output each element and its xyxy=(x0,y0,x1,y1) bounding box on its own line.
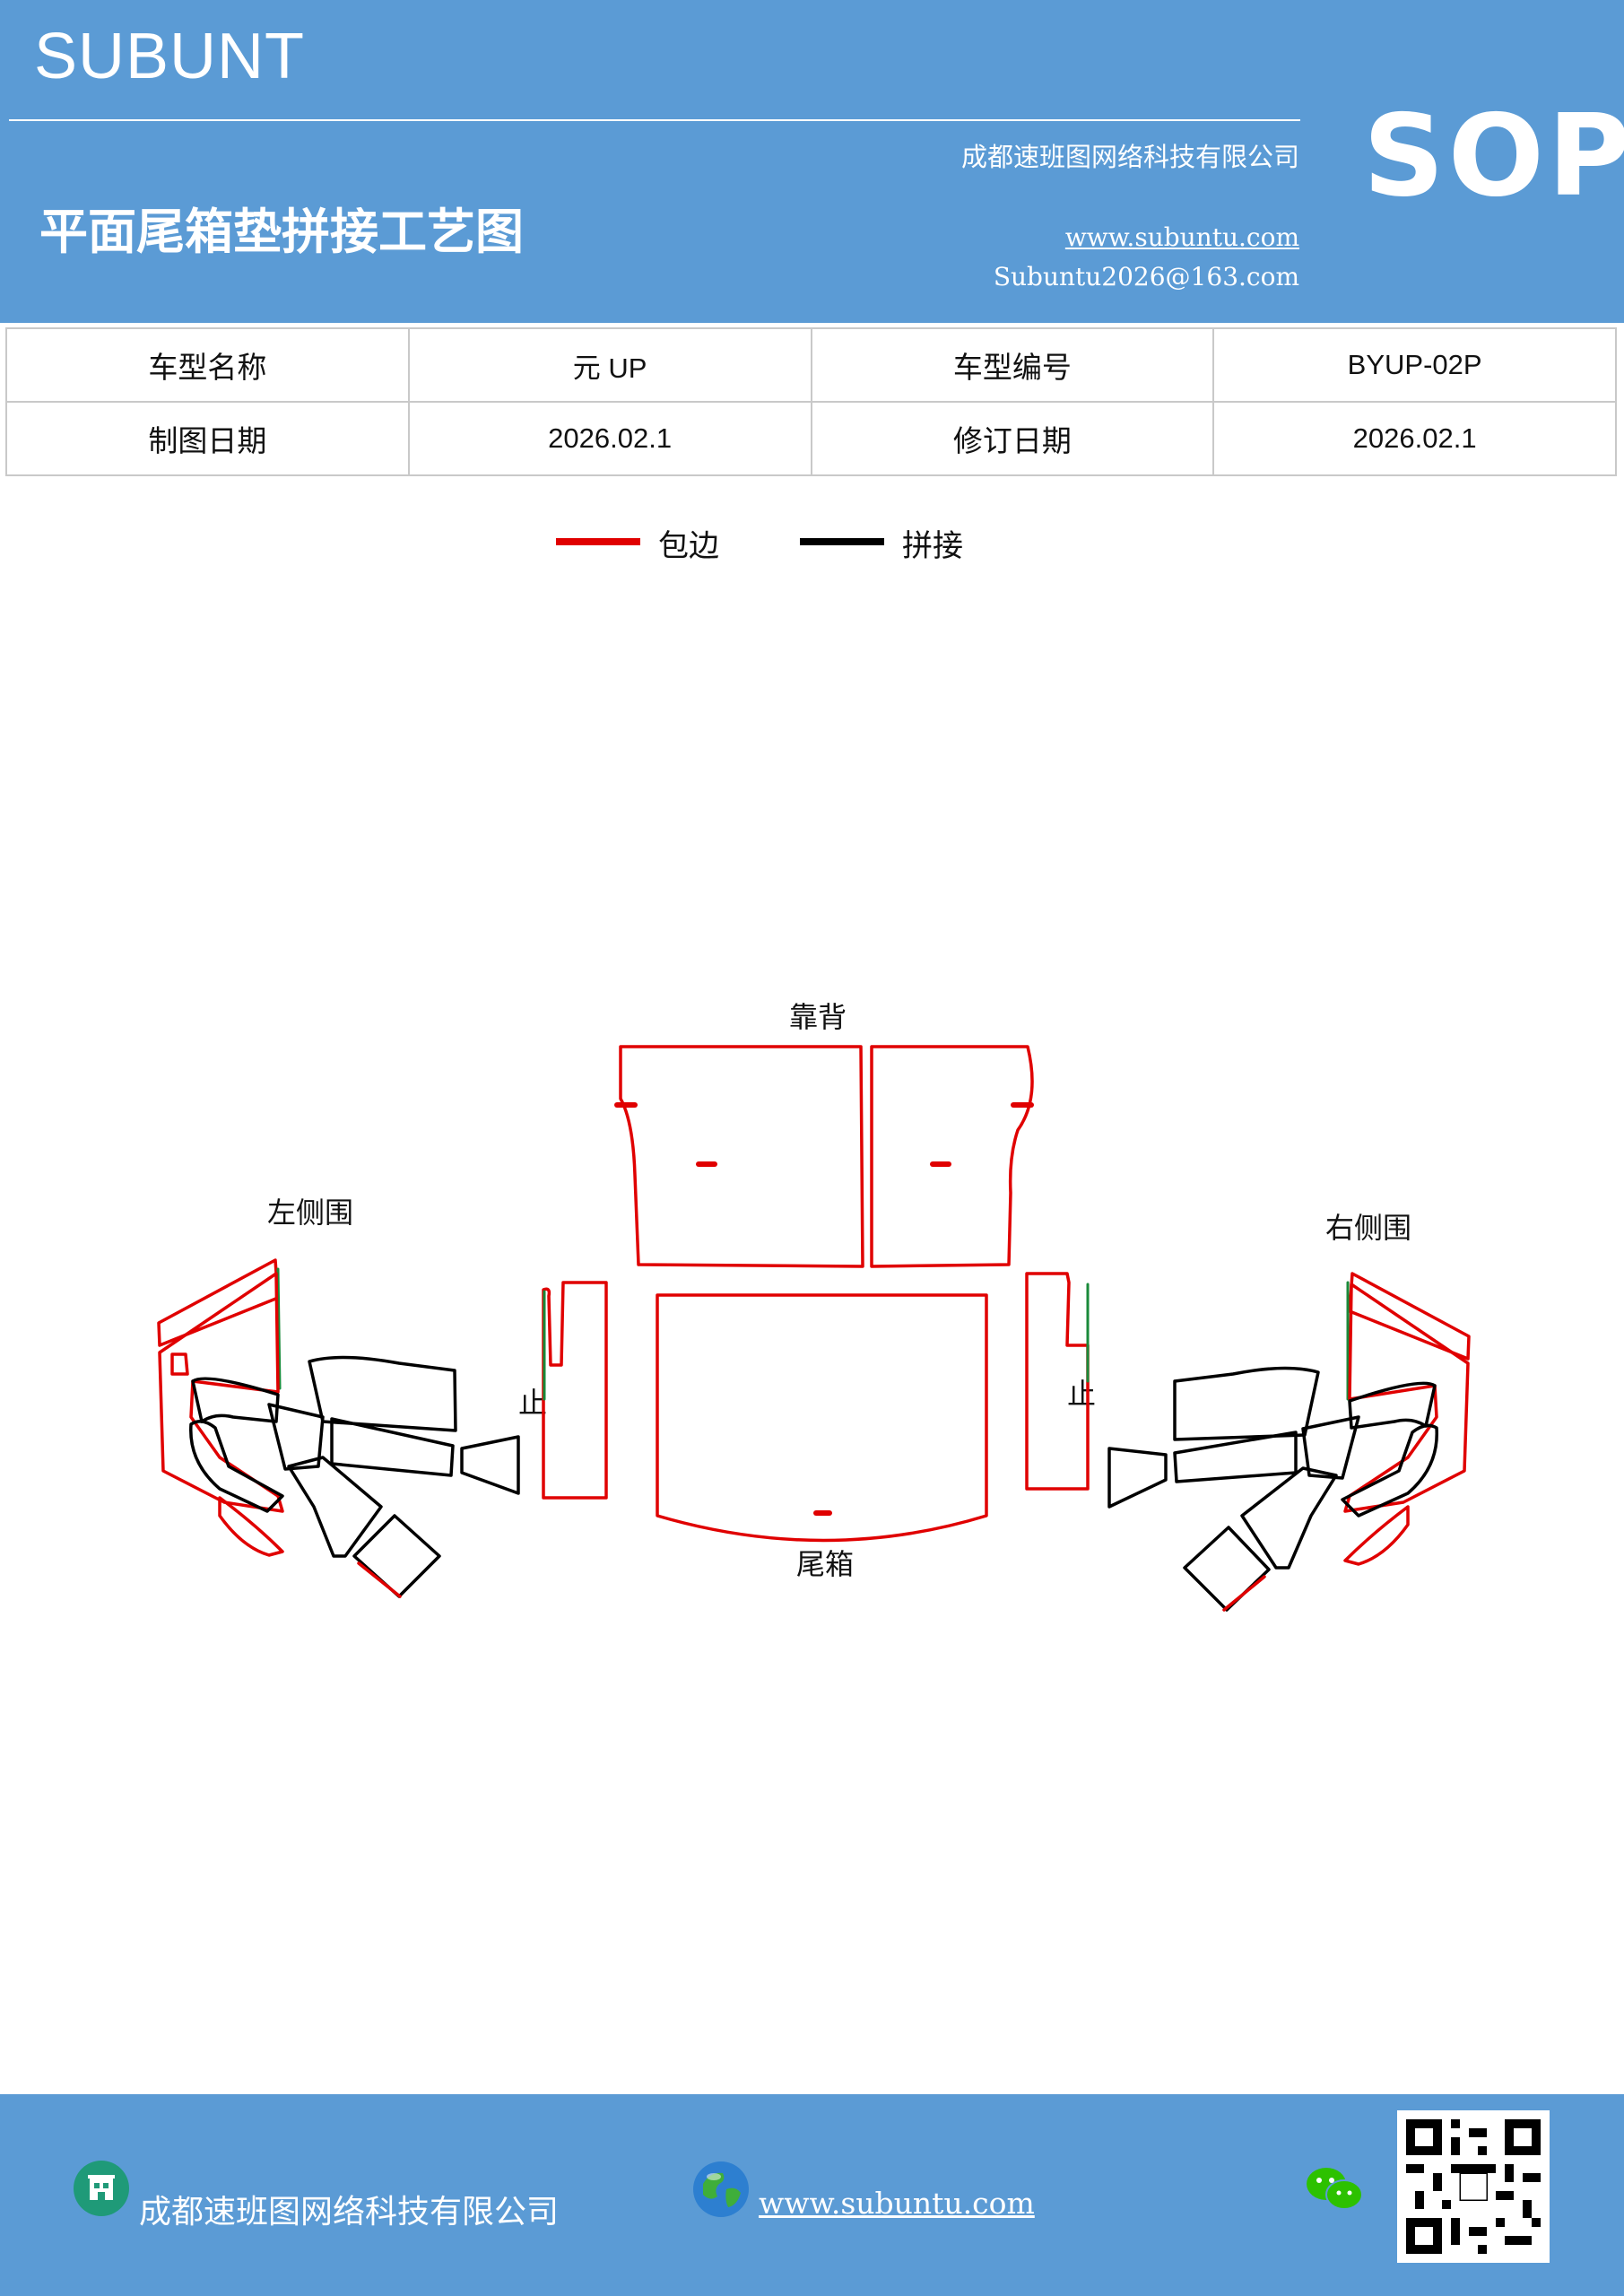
email-address: Subuntu2026@163.com xyxy=(993,262,1299,291)
company-name: 成都速班图网络科技有限公司 xyxy=(960,142,1299,172)
label-right-side: 右侧围 xyxy=(1325,1211,1411,1245)
model-code-label: 车型编号 xyxy=(810,327,1215,403)
right-side-wall-pieces xyxy=(1107,1272,1471,1612)
model-name-label: 车型名称 xyxy=(5,327,410,403)
red-line-swatch xyxy=(556,538,640,545)
sop-badge: SOP xyxy=(1363,90,1624,222)
left-side-wall-pieces xyxy=(157,1258,520,1598)
building-icon xyxy=(74,2161,129,2216)
revise-date-label: 修订日期 xyxy=(810,401,1215,476)
footer-website-link[interactable]: www.subuntu.com xyxy=(759,2186,1035,2221)
document-title: 平面尾箱垫拼接工艺图 xyxy=(39,204,524,260)
footer-company-name: 成都速班图网络科技有限公司 xyxy=(139,2194,560,2231)
trunk-floor-panel xyxy=(656,1293,988,1543)
draw-date-value: 2026.02.1 xyxy=(407,401,812,476)
right-strip-panel xyxy=(1025,1272,1090,1491)
left-strip-panel xyxy=(542,1281,608,1500)
globe-icon xyxy=(693,2161,749,2217)
qr-code[interactable] xyxy=(1397,2110,1550,2263)
wechat-icon xyxy=(1307,2168,1363,2210)
table-row: 车型名称 元 UP 车型编号 BYUP-02P xyxy=(5,327,1617,403)
label-trunk: 尾箱 xyxy=(796,1547,854,1581)
model-name-value: 元 UP xyxy=(407,327,812,403)
website-link[interactable]: www.subuntu.com xyxy=(1064,222,1299,252)
label-stop-right: 止 xyxy=(1067,1377,1096,1411)
model-code-value: BYUP-02P xyxy=(1212,327,1617,403)
header-divider xyxy=(9,119,1300,121)
info-table: 车型名称 元 UP 车型编号 BYUP-02P 制图日期 2026.02.1 修… xyxy=(5,327,1617,476)
trunk-mat-diagram: 靠背 左侧围 右侧围 尾箱 止 止 xyxy=(0,933,1624,1650)
revise-date-value: 2026.02.1 xyxy=(1212,401,1617,476)
label-left-side: 左侧围 xyxy=(267,1196,353,1230)
pattern-drawing: 靠背 左侧围 右侧围 尾箱 止 止 xyxy=(157,1000,1471,1612)
backrest-right-panel xyxy=(870,1045,1034,1268)
header-banner: SUBUNT 成都速班图网络科技有限公司 平面尾箱垫拼接工艺图 www.subu… xyxy=(0,0,1624,323)
label-backrest: 靠背 xyxy=(789,1000,847,1034)
legend-label-binding: 包边 xyxy=(658,528,719,564)
brand-logo-text: SUBUNT xyxy=(34,21,306,92)
backrest-left-panel xyxy=(619,1045,864,1268)
table-row: 制图日期 2026.02.1 修订日期 2026.02.1 xyxy=(5,401,1617,476)
draw-date-label: 制图日期 xyxy=(5,401,410,476)
black-line-swatch xyxy=(800,538,884,545)
legend-label-splice: 拼接 xyxy=(902,528,963,564)
footer-banner: 成都速班图网络科技有限公司 www.subuntu.com xyxy=(0,2094,1624,2296)
qr-code-pattern xyxy=(1397,2110,1550,2263)
